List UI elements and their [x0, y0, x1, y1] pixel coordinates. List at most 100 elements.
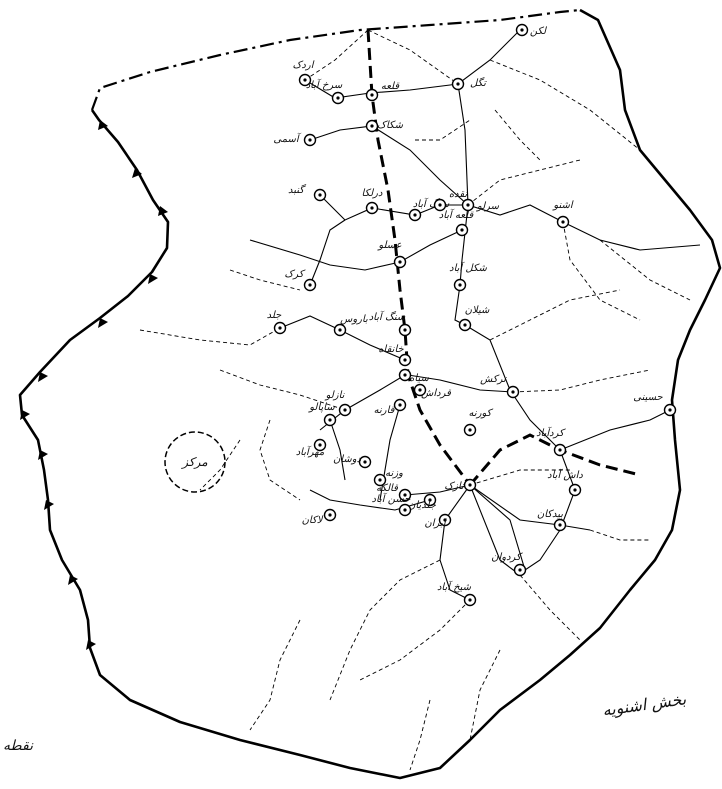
place-label: نازلو [324, 390, 346, 401]
place-dot-icon [403, 508, 407, 512]
place-label: آسمی [273, 132, 301, 145]
place-marker: حسینی [633, 392, 677, 417]
place-dot-icon [318, 193, 322, 197]
place-marker: نقده [433, 189, 468, 212]
place-marker: ابران [424, 513, 452, 529]
place-label: خانقاه [378, 344, 404, 355]
place-label: عسلو [376, 240, 401, 251]
place-marker: شکل آباد [449, 261, 487, 292]
place-marker: سرخ آباد [306, 78, 345, 105]
place-marker: آسمی [273, 132, 317, 147]
place-marker: کورنه [463, 408, 494, 437]
place-marker: خانقاه [378, 344, 412, 367]
place-label: کورنه [469, 408, 494, 419]
place-dot-icon [458, 283, 462, 287]
place-dot-icon [561, 220, 565, 224]
place-dot-icon [463, 323, 467, 327]
place-label: قارنه [374, 405, 396, 416]
place-dot-icon [468, 483, 472, 487]
place-dot-icon [520, 28, 524, 32]
place-marker: سرلو [461, 198, 500, 212]
place-marker: درلکا [362, 188, 383, 215]
place-dot-icon [303, 78, 307, 82]
place-dot-icon [318, 443, 322, 447]
place-dot-icon [378, 478, 382, 482]
place-marker: حسن آباد [372, 492, 412, 517]
place-marker: اردک [292, 60, 315, 87]
place-label: مهرآباد [296, 445, 325, 458]
place-dot-icon [328, 418, 332, 422]
place-label: جلد [267, 310, 283, 321]
place-dot-icon [573, 488, 577, 492]
place-marker: شیخ آباد [437, 580, 477, 607]
place-marker: ساپالو [307, 402, 337, 427]
place-dot-icon [278, 326, 282, 330]
place-dot-icon [370, 93, 374, 97]
place-marker: کرک [284, 269, 317, 292]
place-label: کرک [284, 269, 305, 280]
corner-label: نقطه [3, 738, 34, 754]
place-dot-icon [518, 568, 522, 572]
place-dot-icon [456, 82, 460, 86]
place-dot-icon [336, 96, 340, 100]
place-dot-icon [398, 260, 402, 264]
place-dot-icon [398, 403, 402, 407]
place-marker: باروس [333, 314, 368, 337]
place-label: سرخ آباد [306, 78, 343, 91]
place-label: شکاک [377, 120, 404, 131]
place-dot-icon [403, 373, 407, 377]
place-dot-icon [308, 138, 312, 142]
border-markers [20, 120, 168, 650]
place-dot-icon [328, 513, 332, 517]
place-marker: دوشان [333, 454, 372, 469]
place-dot-icon [668, 408, 672, 412]
place-marker: شیلان [458, 305, 490, 332]
place-dot-icon [363, 460, 367, 464]
place-dot-icon [460, 228, 464, 232]
place-dot-icon [438, 203, 442, 207]
place-marker: کردوان [491, 552, 527, 577]
place-marker: قارنه [374, 398, 407, 416]
place-label: لاکان [302, 515, 324, 526]
place-label: اردک [292, 60, 314, 71]
place-dot-icon [558, 448, 562, 452]
place-label: بیدکان [537, 509, 563, 520]
place-marker: قلعه آباد [439, 208, 475, 237]
place-marker: گنبد [288, 184, 327, 202]
place-dot-icon [413, 213, 417, 217]
place-label: ساپالو [307, 402, 335, 413]
place-label: داش آباد [547, 468, 583, 481]
place-marker: قرداش [413, 383, 452, 399]
place-label: حسن آباد [372, 492, 412, 505]
place-label: درلکا [362, 188, 383, 199]
place-label: شیخ آباد [437, 580, 472, 593]
place-marker: جلد [267, 310, 287, 335]
place-label: تگل [470, 77, 487, 89]
district-label: بخش اشنویه [601, 689, 688, 720]
place-label: سیاه [409, 373, 429, 384]
place-marker: جلدیان [408, 493, 437, 511]
place-marker: سنگ آباد [369, 310, 412, 337]
place-marker: لاکان [302, 508, 337, 526]
place-dot-icon [343, 408, 347, 412]
place-marker: قالکه [376, 483, 412, 502]
place-label: وزنه [385, 468, 403, 479]
place-label: اشنو [551, 200, 574, 211]
place-marker: داش آباد [547, 468, 583, 497]
place-dot-icon [428, 498, 432, 502]
place-marker: قلعه [365, 81, 400, 102]
place-label: قلعه آباد [439, 208, 475, 221]
center-label: مرکز [180, 455, 208, 469]
national-border [90, 8, 581, 111]
place-label: ابران [424, 518, 446, 529]
place-label: دوشان [333, 454, 362, 465]
place-label: گنبد [288, 184, 307, 196]
place-dot-icon [468, 598, 472, 602]
place-marker: اشنو [551, 200, 574, 229]
place-dot-icon [308, 283, 312, 287]
place-marker: وزنه [373, 468, 403, 487]
place-dot-icon [468, 428, 472, 432]
place-marker: عسلو [376, 240, 407, 269]
